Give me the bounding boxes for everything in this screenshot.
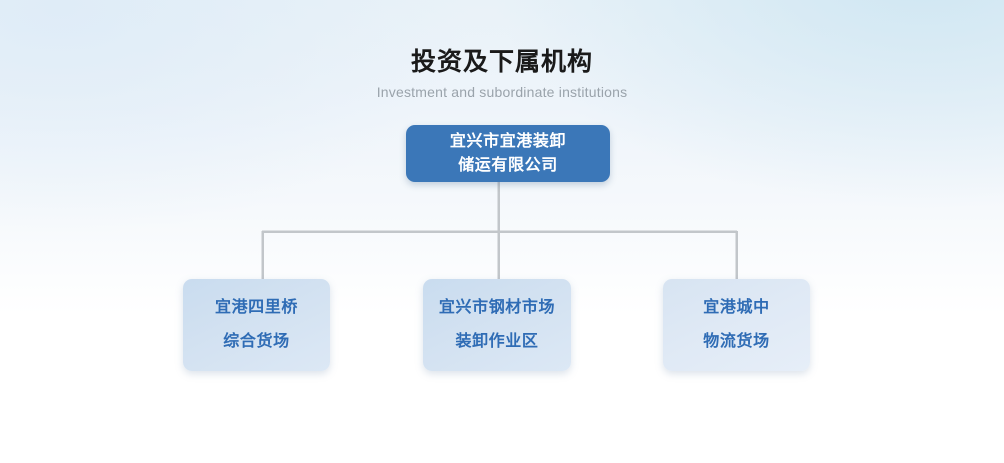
org-node-child-2-line2: 装卸作业区 (455, 333, 539, 350)
org-node-root-line1: 宜兴市宜港装卸 (449, 132, 567, 150)
org-node-child-1-line2: 综合货场 (223, 333, 290, 350)
org-node-root-line2: 储运有限公司 (458, 156, 558, 174)
org-node-root[interactable]: 宜兴市宜港装卸 储运有限公司 (406, 125, 610, 182)
org-node-child-3-line2: 物流货场 (703, 333, 770, 350)
org-node-child-1[interactable]: 宜港四里桥 综合货场 (183, 279, 330, 371)
org-node-child-2-line1: 宜兴市钢材市场 (438, 299, 556, 316)
page-subtitle: Investment and subordinate institutions (376, 84, 628, 100)
org-node-child-3-line1: 宜港城中 (703, 299, 770, 316)
org-node-child-1-line1: 宜港四里桥 (214, 299, 298, 316)
org-node-child-3[interactable]: 宜港城中 物流货场 (663, 279, 810, 371)
page-title: 投资及下属机构 (410, 48, 593, 76)
org-node-child-2[interactable]: 宜兴市钢材市场 装卸作业区 (423, 279, 571, 371)
page-heading: 投资及下属机构 Investment and subordinate insti… (0, 46, 1004, 101)
